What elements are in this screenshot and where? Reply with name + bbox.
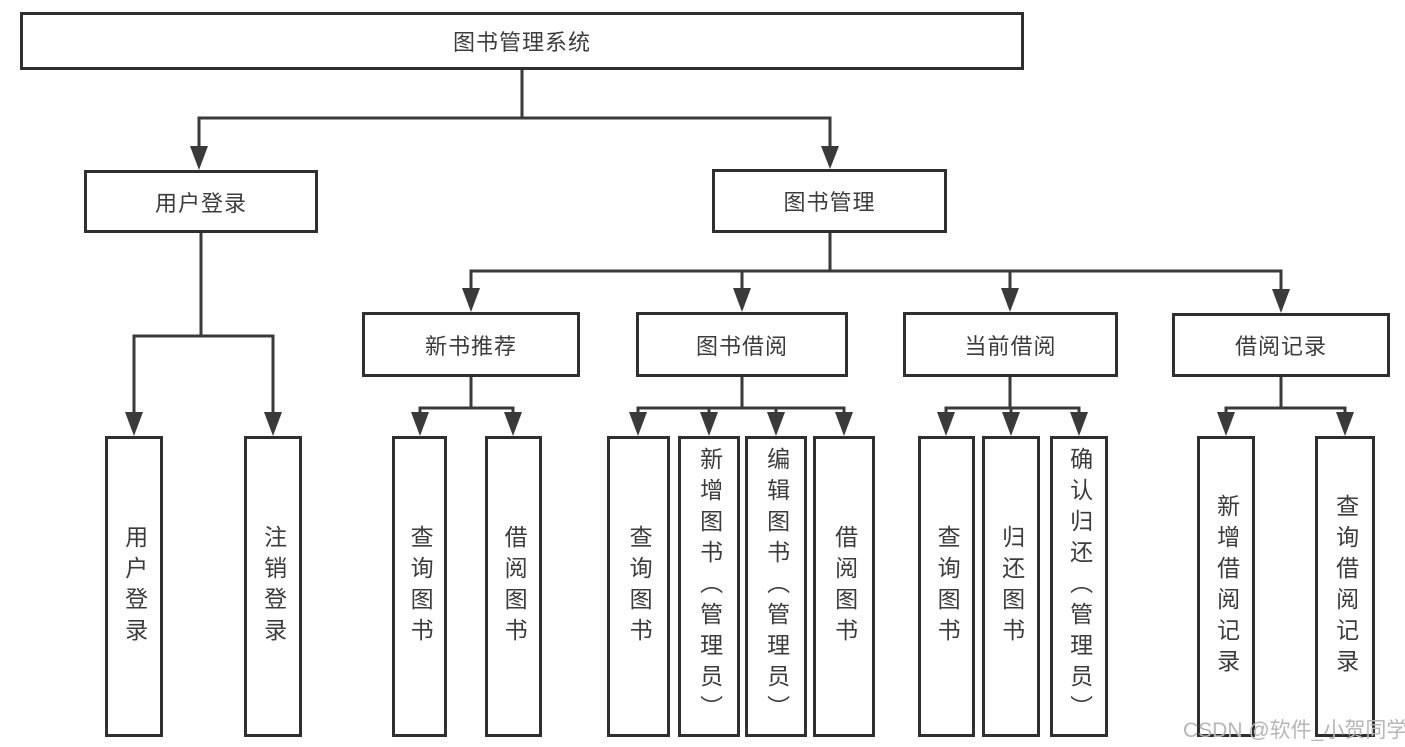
leaf-return-books: 归还图书 bbox=[982, 436, 1040, 737]
node-borrow-records: 借阅记录 bbox=[1172, 313, 1390, 377]
connector-book-borrow-to-leaves bbox=[629, 375, 853, 436]
connector-new-book-recommend-to-leaves bbox=[411, 375, 522, 436]
connector-book-management-to-level3 bbox=[462, 231, 1290, 313]
node-book-management: 图书管理 bbox=[712, 169, 947, 233]
node-new-book-recommend: 新书推荐 bbox=[362, 312, 580, 377]
leaf-add-borrow-record: 新增借阅记录 bbox=[1197, 436, 1255, 737]
leaf-borrow-books: 借阅图书 bbox=[813, 436, 875, 737]
csdn-watermark: CSDN @软件_小贺同学 bbox=[1183, 719, 1405, 742]
node-user-login: 用户登录 bbox=[84, 170, 318, 233]
connector-root-to-level2 bbox=[190, 68, 839, 170]
node-root: 图书管理系统 bbox=[20, 12, 1024, 70]
leaf-query-books-borrow: 查询图书 bbox=[607, 436, 670, 737]
connector-current-borrow-to-leaves bbox=[937, 375, 1088, 436]
leaf-logout: 注销登录 bbox=[244, 436, 302, 737]
leaf-query-books-recommend: 查询图书 bbox=[392, 436, 447, 737]
connector-borrow-records-to-leaves bbox=[1217, 375, 1354, 436]
node-current-borrow: 当前借阅 bbox=[903, 312, 1118, 377]
leaf-query-books-current: 查询图书 bbox=[918, 436, 975, 737]
leaf-query-borrow-record: 查询借阅记录 bbox=[1315, 436, 1375, 737]
leaf-confirm-return-admin: 确认归还（管理员） bbox=[1050, 436, 1108, 737]
leaf-add-books-admin: 新增图书（管理员） bbox=[678, 436, 740, 737]
node-book-borrow: 图书借阅 bbox=[636, 312, 848, 377]
connector-user-login-to-leaves bbox=[125, 231, 282, 436]
leaf-borrow-books-recommend: 借阅图书 bbox=[485, 436, 542, 737]
leaf-edit-books-admin: 编辑图书（管理员） bbox=[745, 436, 807, 737]
leaf-user-login: 用户登录 bbox=[105, 436, 163, 737]
